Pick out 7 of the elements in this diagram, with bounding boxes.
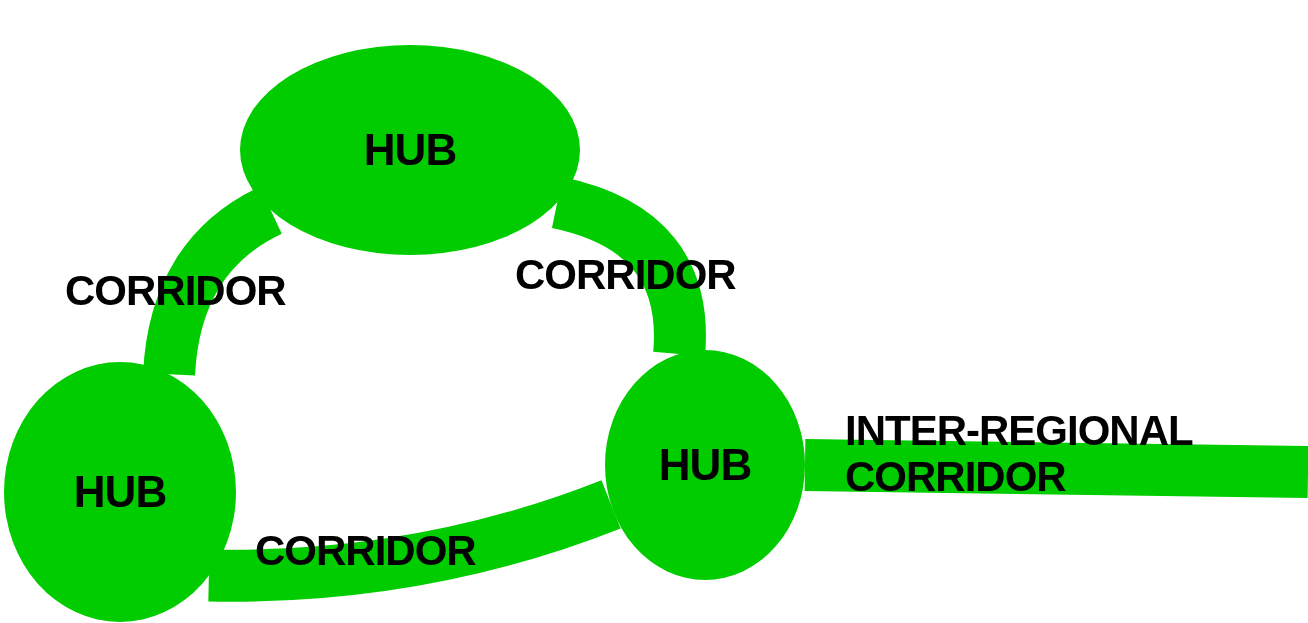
hub-label: HUB: [73, 467, 167, 517]
hub-label: HUB: [658, 440, 752, 490]
corridor-line: [804, 439, 1308, 498]
edge-label: CORRIDOR: [255, 528, 476, 575]
hub-label: HUB: [363, 125, 457, 175]
corridor-line: [208, 480, 621, 602]
edge-label: INTER-REGIONAL CORRIDOR: [845, 408, 1194, 501]
